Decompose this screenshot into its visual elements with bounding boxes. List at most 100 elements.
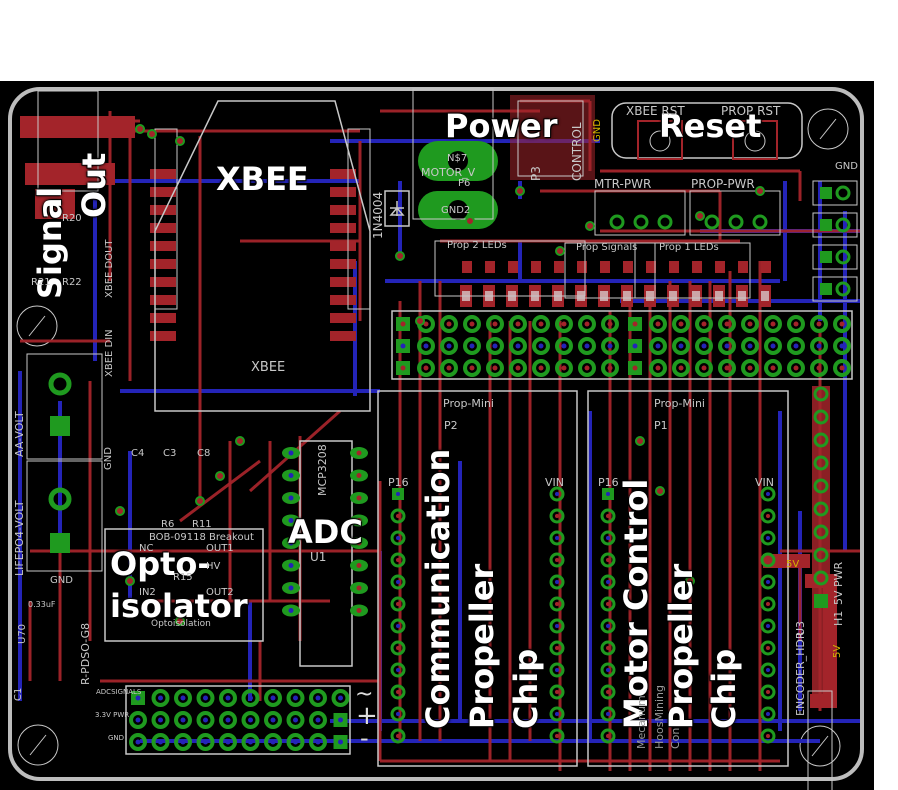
xbee-rst-label: XBEE RST bbox=[626, 104, 685, 118]
mounting-hole-1 bbox=[807, 108, 849, 150]
power-jack-hole-2 bbox=[448, 200, 468, 220]
prop-signals-outline bbox=[564, 242, 656, 299]
main-header-pin-core-0-7 bbox=[561, 321, 567, 327]
bottom-header-core-2-0 bbox=[135, 739, 141, 745]
right-2pin-outline-0 bbox=[812, 180, 858, 206]
right-header-pin-5 bbox=[813, 501, 829, 517]
bottom-header-pin-1-5 bbox=[241, 711, 260, 729]
bottom-header-pin-2-4 bbox=[219, 733, 237, 751]
p16-left-label: P16 bbox=[388, 476, 409, 489]
xbee-pad-right-7 bbox=[330, 295, 356, 305]
led-pad-7 bbox=[623, 261, 633, 273]
led-pad-12 bbox=[738, 261, 748, 273]
main-header-pin-0-4 bbox=[486, 315, 504, 333]
main-header-pin-core-2-3 bbox=[469, 365, 475, 371]
adc-pin-right-core-7 bbox=[356, 608, 362, 613]
via-10 bbox=[755, 186, 765, 196]
main-header-pin-2-19 bbox=[833, 359, 851, 377]
via-8 bbox=[585, 221, 595, 231]
prop-pin-core-0-0-2 bbox=[396, 536, 400, 540]
reset-label: Reset bbox=[659, 107, 762, 145]
xbee-inner-right bbox=[347, 128, 371, 310]
prop-pin-0-0-3 bbox=[390, 552, 406, 568]
bottom-header-core-1-9 bbox=[338, 717, 343, 723]
bottom-header-pin-1-8 bbox=[309, 711, 327, 729]
prop-pin-0-0-1 bbox=[390, 508, 406, 524]
main-header-pin-0-12 bbox=[672, 315, 690, 333]
xbee-pad-left-6 bbox=[150, 277, 176, 287]
prop-pin-core-1-0-5 bbox=[606, 602, 610, 606]
motor-v-label: MOTOR_V bbox=[421, 166, 476, 179]
mounting-hole-mark-1 bbox=[819, 118, 837, 140]
right-2pin-sq-0 bbox=[820, 187, 832, 199]
prop-pin-core-0-1-7 bbox=[555, 646, 559, 650]
via-17 bbox=[125, 576, 135, 586]
main-header-pin-1-15 bbox=[741, 337, 759, 355]
prop-pin-0-0-2 bbox=[390, 530, 406, 546]
prop-mini-outline-1 bbox=[587, 390, 789, 767]
right-2pin-sq-2 bbox=[820, 251, 832, 263]
main-header-pin-core-2-16 bbox=[770, 365, 776, 371]
prop-pin-core-1-0-3 bbox=[606, 558, 610, 562]
prop-pin-core-1-0-7 bbox=[606, 646, 610, 650]
main-header-pin-1-11 bbox=[649, 337, 667, 355]
prop-pin-1-0-9 bbox=[600, 684, 616, 700]
main-header-pin-core-1-16 bbox=[770, 343, 776, 349]
prop-pin-core-1-1-9 bbox=[766, 690, 770, 694]
adc-pin-left-core-5 bbox=[288, 563, 294, 568]
main-header-pin-2-18 bbox=[810, 359, 828, 377]
xbee-pad-right-3 bbox=[330, 223, 356, 233]
prop1-leds-outline bbox=[634, 242, 751, 299]
main-header-pin-0-8 bbox=[578, 315, 596, 333]
main-header-pin-0-7 bbox=[555, 315, 573, 333]
xbee-pad-left-7 bbox=[150, 295, 176, 305]
bottom-header-core-1-0 bbox=[135, 717, 141, 723]
right-2pin-outline-2 bbox=[812, 244, 858, 270]
header-sign-plus: + bbox=[356, 701, 378, 731]
prop-pin-core-0-1-3 bbox=[555, 558, 559, 562]
pwr-header-outline-1 bbox=[689, 190, 781, 236]
mounting-hole-0 bbox=[16, 305, 58, 347]
xbee-din-label: XBEE DIN bbox=[104, 329, 115, 377]
prop-pin-0-0-11 bbox=[390, 728, 406, 744]
comm-prop-label-line1: Communication bbox=[419, 448, 457, 729]
prop-pin-core-0-0-6 bbox=[396, 624, 400, 628]
via-0 bbox=[135, 124, 145, 134]
pcb-artwork bbox=[8, 87, 864, 790]
adc-pin-right-core-2 bbox=[356, 495, 362, 501]
right-header-pin-2 bbox=[813, 432, 829, 448]
prop-pin-core-1-1-8 bbox=[766, 668, 770, 672]
via-11 bbox=[635, 436, 645, 446]
prop-pin-1-1-3 bbox=[760, 552, 776, 568]
bottom-header-pin-1-1 bbox=[151, 711, 170, 729]
main-header-pin-core-0-9 bbox=[607, 321, 613, 327]
r-pdso-label: R-PDSO-G8 bbox=[79, 622, 92, 685]
main-header-pin-core-0-0 bbox=[400, 321, 406, 327]
right-2pin-rd-1 bbox=[835, 217, 851, 233]
motor-prop-label-line2: Propeller bbox=[662, 563, 700, 729]
comm-prop-label-line3: Chip bbox=[507, 648, 545, 729]
prop-pin-core-0-0-3 bbox=[396, 558, 400, 562]
prop-pin-1-1-7 bbox=[760, 640, 776, 656]
via-2 bbox=[175, 136, 185, 146]
pwr-header-pin-0-2 bbox=[657, 214, 673, 230]
right-header-sq bbox=[814, 594, 828, 608]
c4-label: C4 bbox=[131, 448, 145, 459]
control-reg-pad bbox=[510, 95, 595, 180]
prop2-leds-outline bbox=[434, 240, 586, 297]
prop-pin-core-1-1-6 bbox=[766, 624, 770, 628]
p3-label: P3 bbox=[529, 166, 543, 181]
main-header-pin-core-2-0 bbox=[400, 365, 406, 371]
bottom-header-pin-2-6 bbox=[264, 733, 282, 751]
prop-pin-core-0-0-9 bbox=[396, 690, 400, 694]
bottom-header-pin-2-0 bbox=[129, 733, 147, 751]
main-header-pin-core-2-8 bbox=[584, 365, 590, 371]
led-pad-0 bbox=[462, 261, 472, 273]
main-header-pin-core-2-5 bbox=[515, 365, 521, 371]
xbee-pad-right-5 bbox=[330, 259, 356, 269]
pwr-header-pin-1-2 bbox=[752, 214, 768, 230]
main-header-pin-core-2-13 bbox=[701, 365, 707, 371]
main-header-pin-core-0-17 bbox=[793, 321, 799, 327]
u3-label: U3 bbox=[794, 620, 807, 636]
main-header-pin-1-19 bbox=[833, 337, 851, 355]
